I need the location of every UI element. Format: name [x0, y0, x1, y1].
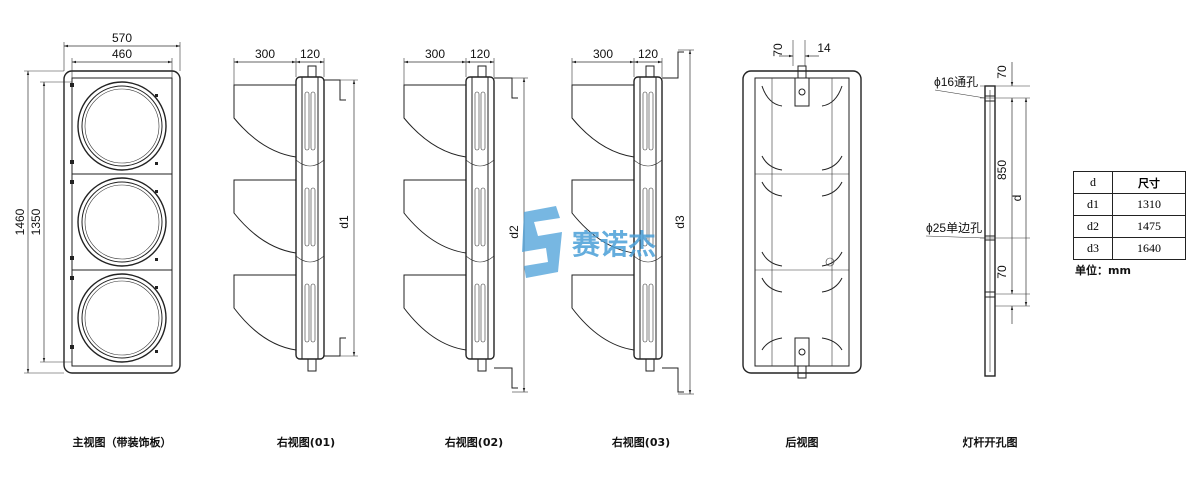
- caption-pole: 灯杆开孔图: [963, 435, 1018, 449]
- lamp-circles: [77, 81, 167, 363]
- back-dim-a: 70: [771, 43, 785, 57]
- table-row: d3 1640: [1073, 237, 1186, 260]
- dimension-table: d 尺寸 d1 1310 d2 1475 d3 1640: [1073, 171, 1186, 260]
- table-cell: 1310: [1112, 193, 1186, 216]
- watermark-logo: 赛诺杰: [522, 206, 656, 278]
- pole-hole-view: 70 850 70 d ϕ16通孔 ϕ25单边孔 灯杆开孔图: [925, 62, 1030, 449]
- back-view: 70 14 后视图: [742, 40, 862, 449]
- table-header-cell: 尺寸: [1112, 171, 1186, 194]
- side03-body: 120: [638, 47, 658, 61]
- side02-length: d2: [507, 225, 521, 239]
- table-cell: d1: [1073, 193, 1113, 216]
- side02-depth: 300: [425, 47, 445, 61]
- front-view: 570 460 1460 1350 主视图（带装饰板）: [13, 31, 181, 449]
- side-view-03: d3 300 120 右视图(03): [571, 47, 694, 449]
- side-view-02: d2 300 120 右视图(02): [403, 47, 528, 449]
- pole-hole25-label: ϕ25单边孔: [926, 221, 982, 235]
- table-cell: d2: [1073, 215, 1113, 238]
- table-row: d1 1310: [1073, 193, 1186, 216]
- back-dim-b: 14: [817, 41, 831, 55]
- caption-side02: 右视图(02): [444, 435, 503, 449]
- front-outer-width: 570: [112, 31, 132, 45]
- front-inner-width: 460: [112, 47, 132, 61]
- caption-back: 后视图: [786, 435, 819, 449]
- side01-depth: 300: [255, 47, 275, 61]
- pole-bottom-dim: 70: [995, 265, 1009, 279]
- caption-front: 主视图（带装饰板）: [73, 435, 172, 449]
- pole-top-dim: 70: [995, 65, 1009, 79]
- table-header-cell: d: [1073, 171, 1113, 194]
- side01-length: d1: [337, 215, 351, 229]
- side03-length: d3: [673, 215, 687, 229]
- caption-side01: 右视图(01): [276, 435, 335, 449]
- table-row: d2 1475: [1073, 215, 1186, 238]
- side01-body: 120: [300, 47, 320, 61]
- caption-side03: 右视图(03): [611, 435, 670, 449]
- front-total-height: 1460: [13, 208, 27, 235]
- pole-mid-dim: 850: [995, 160, 1009, 180]
- table-cell: 1475: [1112, 215, 1186, 238]
- pole-hole16-label: ϕ16通孔: [934, 75, 978, 89]
- pole-d-dim: d: [1010, 195, 1024, 202]
- side03-depth: 300: [593, 47, 613, 61]
- table-cell: d3: [1073, 237, 1113, 260]
- front-inner-height: 1350: [29, 208, 43, 235]
- logo-s-mark: [522, 206, 562, 278]
- watermark-text: 赛诺杰: [572, 228, 656, 261]
- table-header-row: d 尺寸: [1073, 171, 1186, 194]
- unit-label: 单位：mm: [1075, 264, 1131, 277]
- table-cell: 1640: [1112, 237, 1186, 260]
- side02-body: 120: [470, 47, 490, 61]
- side-view-01: d1 300 120 右视图(01): [233, 47, 358, 449]
